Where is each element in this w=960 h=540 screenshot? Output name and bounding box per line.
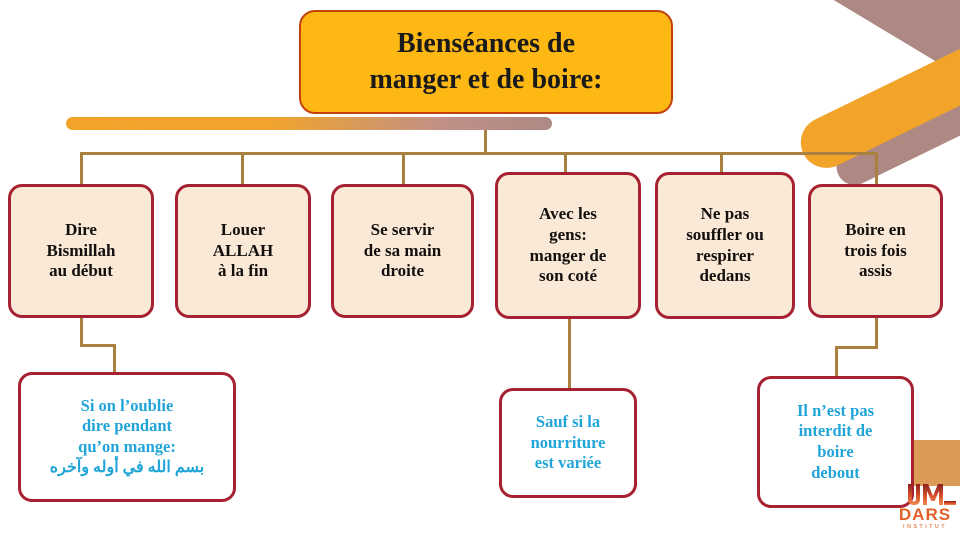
logo-wordmark: DARS: [898, 505, 952, 524]
subnode-label: Sauf si la nourriture est variée: [530, 412, 606, 473]
node-dire-bismillah[interactable]: Dire Bismillah au début: [8, 184, 154, 318]
subnode-si-on-loublie[interactable]: Si on l’oublie dire pendant qu’on mange:…: [18, 372, 236, 502]
node-label: Louer ALLAH à la fin: [212, 219, 274, 281]
connector-sub3-seg-b: [835, 346, 878, 349]
subnode-label: Si on l’oublie dire pendant qu’on mange:…: [46, 375, 208, 499]
connector-drop-node-4: [564, 152, 567, 186]
subnode-interdit-boire-debout[interactable]: Il n’est pas interdit de boire debout: [757, 376, 914, 508]
connector-drop-node-1: [80, 152, 83, 186]
subnode-label-text: Si on l’oublie dire pendant qu’on mange:: [78, 395, 176, 456]
connector-branch-bus: [80, 152, 878, 155]
node-boire-trois-fois[interactable]: Boire en trois fois assis: [808, 184, 943, 318]
node-ne-pas-souffler[interactable]: Ne pas souffler ou respirer dedans: [655, 172, 795, 319]
subnode-label: Il n’est pas interdit de boire debout: [796, 400, 874, 482]
subnode-sauf-si-nourriture[interactable]: Sauf si la nourriture est variée: [499, 388, 637, 498]
connector-sub1-seg-a: [80, 316, 83, 344]
node-label: Ne pas souffler ou respirer dedans: [686, 204, 764, 286]
node-louer-allah[interactable]: Louer ALLAH à la fin: [175, 184, 311, 318]
connector-sub3-seg-a: [875, 315, 878, 346]
subnode-arabic-text: بسم الله في أوله وآخره: [49, 459, 205, 477]
logo-subtitle: INSTITUT: [903, 524, 947, 530]
connector-sub3-seg-c: [835, 346, 838, 379]
connector-drop-node-6: [875, 152, 878, 186]
node-label: Boire en trois fois assis: [844, 219, 907, 281]
connector-sub1-seg-b: [80, 344, 116, 347]
connector-sub1-seg-c: [113, 344, 116, 374]
node-avec-les-gens[interactable]: Avec les gens: manger de son coté: [495, 172, 641, 319]
node-label: Avec les gens: manger de son coté: [529, 204, 607, 286]
node-label: Dire Bismillah au début: [46, 219, 116, 281]
decorative-mauve-bar-top: [782, 0, 960, 98]
connector-drop-node-3: [402, 152, 405, 186]
brand-logo: DARS INSTITUT: [892, 482, 958, 536]
decorative-mauve-bar-small: [830, 68, 960, 192]
dars-monogram-icon: [908, 484, 956, 505]
title-underline-bar: [66, 117, 552, 130]
node-label: Se servir de sa main droite: [363, 219, 442, 281]
connector-drop-node-5: [720, 152, 723, 186]
diagram-title-box: Bienséances de manger et de boire:: [299, 10, 673, 114]
diagram-title-text: Bienséances de manger et de boire:: [369, 28, 603, 95]
connector-drop-node-2: [241, 152, 244, 186]
decorative-orange-corner-block: [906, 440, 960, 486]
node-main-droite[interactable]: Se servir de sa main droite: [331, 184, 474, 318]
connector-title-trunk: [484, 118, 487, 154]
connector-sub2-seg-a: [568, 318, 571, 390]
